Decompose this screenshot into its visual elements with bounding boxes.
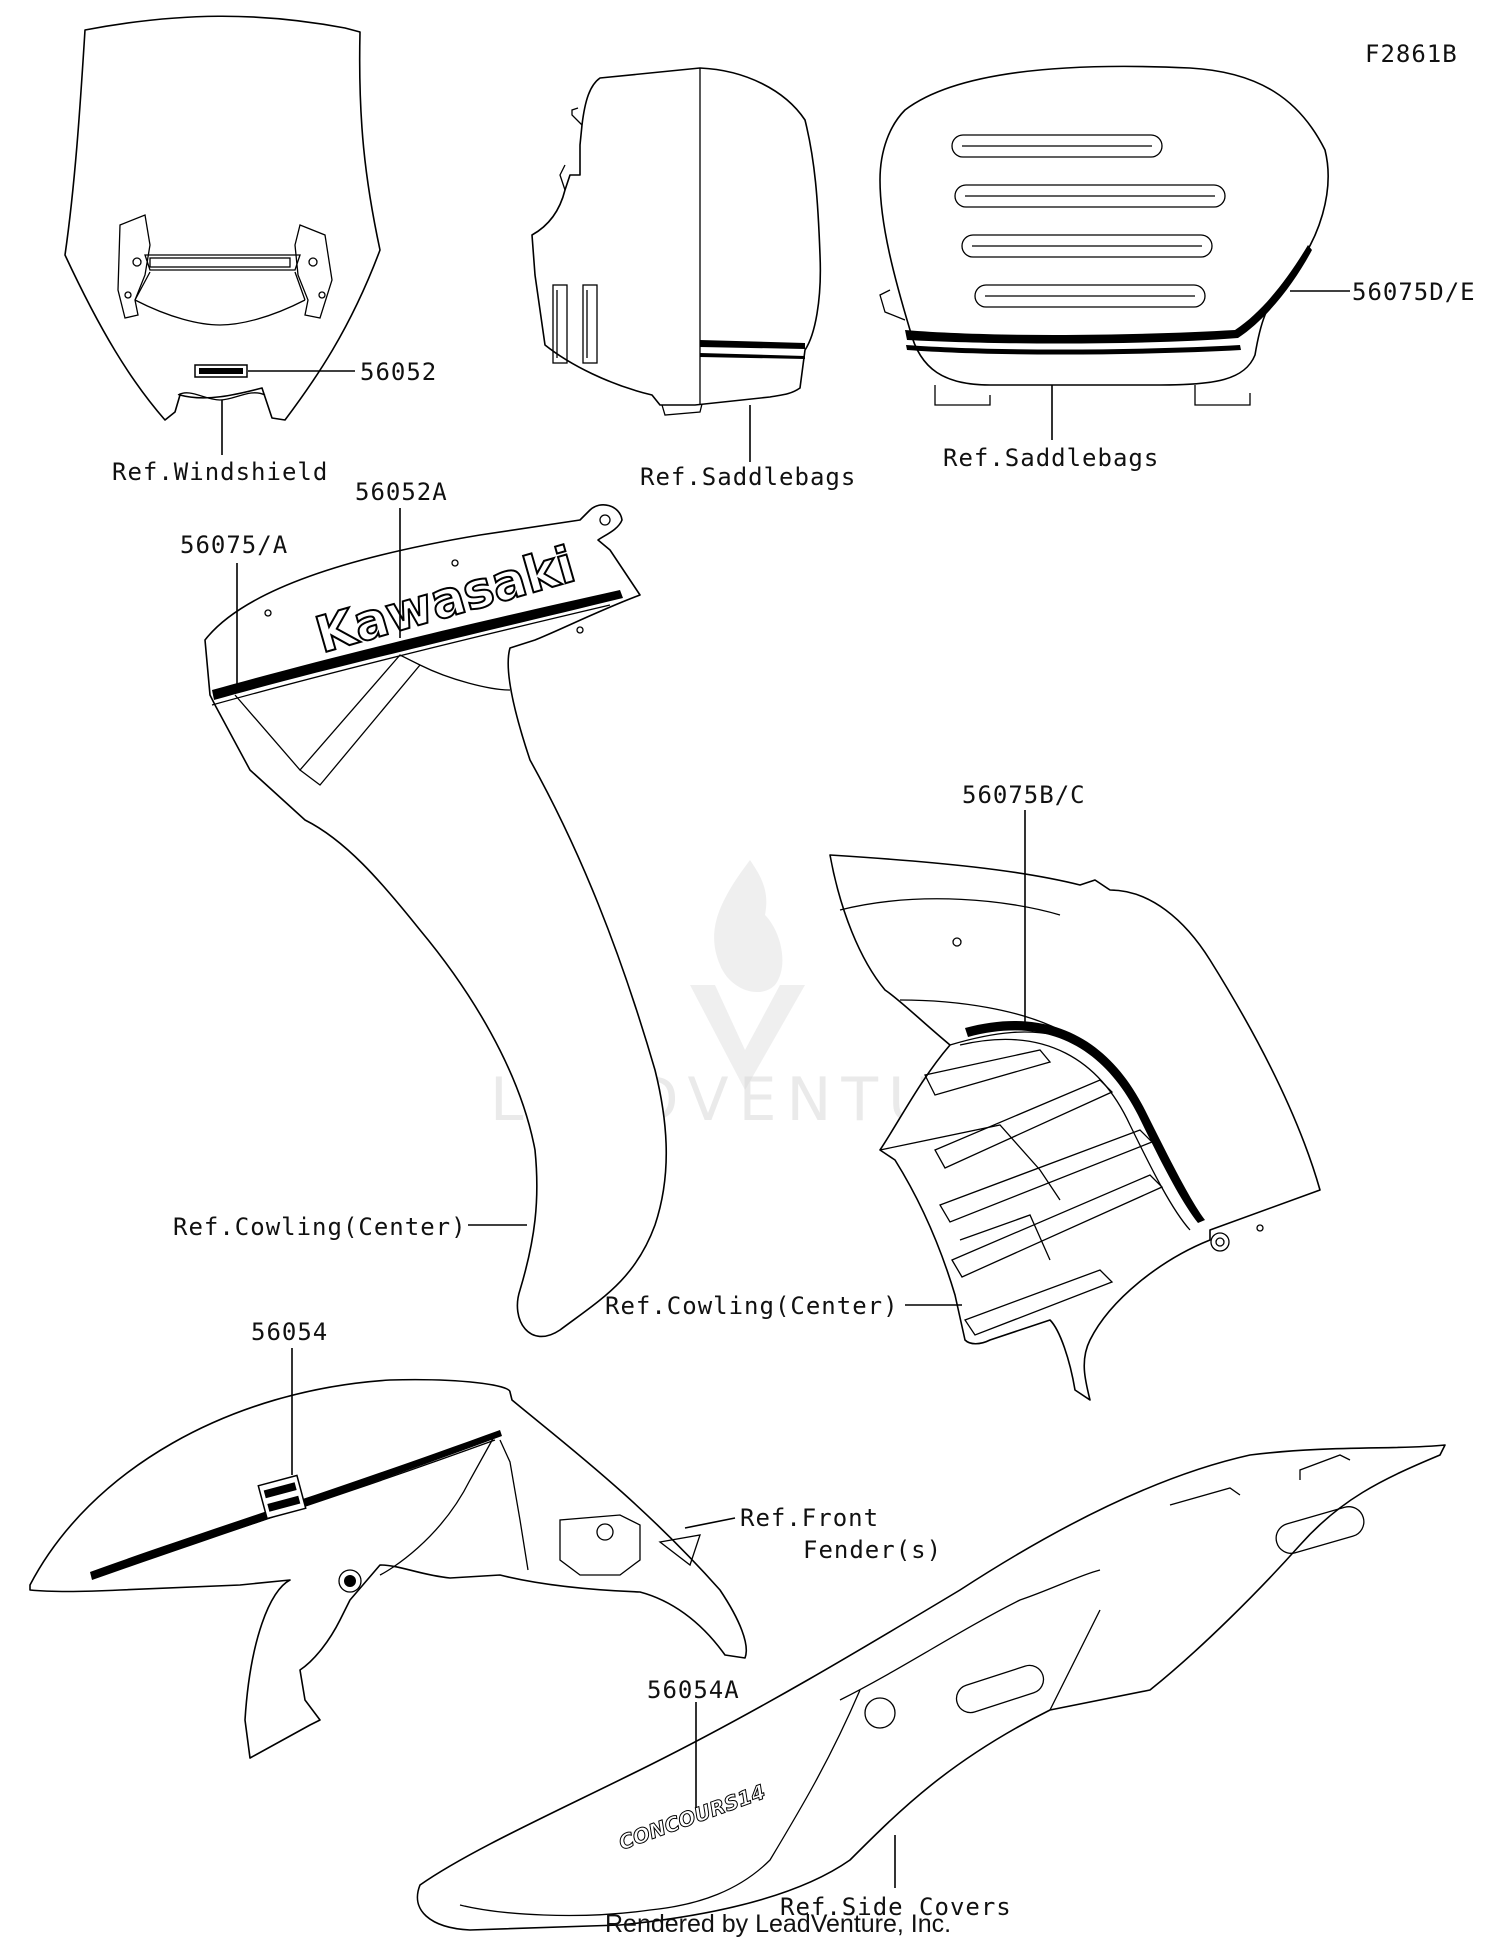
watermark-flame-icon xyxy=(714,860,783,993)
ref-front-fender-label-line1[interactable]: Ref.Front xyxy=(740,1504,879,1532)
figure-code: F2861B xyxy=(1365,40,1458,68)
side-cover-drawing: CONCOURS14 xyxy=(416,1444,1446,1931)
part-56054-label[interactable]: 56054 xyxy=(251,1318,328,1346)
part-56075A-label[interactable]: 56075/A xyxy=(180,531,288,559)
front-fender-drawing xyxy=(29,1378,747,1759)
ref-saddlebags-left-label[interactable]: Ref.Saddlebags xyxy=(640,463,856,491)
ref-windshield-label[interactable]: Ref.Windshield xyxy=(112,458,328,486)
part-56052-label[interactable]: 56052 xyxy=(360,358,437,386)
part-56075DE-label[interactable]: 56075D/E xyxy=(1352,278,1476,306)
footer-credit: Rendered by LeadVenture, Inc. xyxy=(605,1910,951,1938)
ref-side-covers-label[interactable]: Ref.Side Covers xyxy=(780,1893,1012,1921)
ref-cowling-center-right-label[interactable]: Ref.Cowling(Center) xyxy=(605,1292,899,1320)
saddlebag-right-drawing xyxy=(879,65,1329,406)
ref-front-fender-label-line2[interactable]: Fender(s) xyxy=(803,1536,942,1564)
cowling-center-right-drawing xyxy=(829,854,1321,1401)
saddlebag-left-drawing xyxy=(531,67,822,416)
part-56052A-label[interactable]: 56052A xyxy=(355,478,448,506)
ref-saddlebags-right-label[interactable]: Ref.Saddlebags xyxy=(943,444,1159,472)
windshield-drawing xyxy=(64,15,381,421)
ref-cowling-center-left-label[interactable]: Ref.Cowling(Center) xyxy=(173,1213,467,1241)
part-56054A-label[interactable]: 56054A xyxy=(647,1676,740,1704)
cowling-center-left-drawing: Kawasaki xyxy=(204,504,667,1338)
part-56075BC-label[interactable]: 56075B/C xyxy=(962,781,1086,809)
watermark-v-icon xyxy=(690,985,805,1090)
